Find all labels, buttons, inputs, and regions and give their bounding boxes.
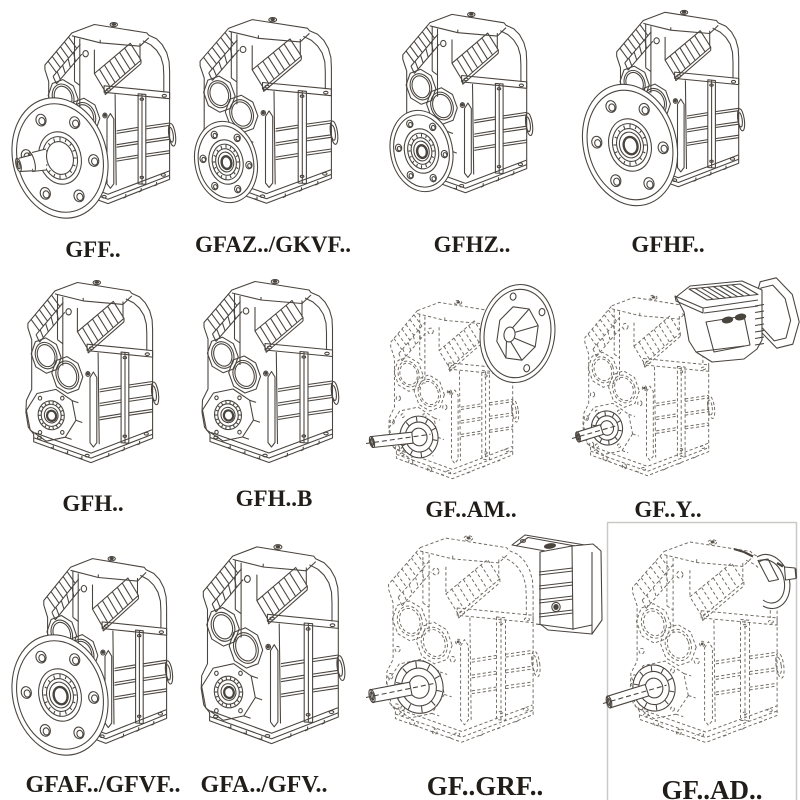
- svg-text:GF..GRF..: GF..GRF..: [427, 771, 544, 800]
- svg-text:GF..AD..: GF..AD..: [661, 775, 762, 800]
- svg-text:GFA../GFV..: GFA../GFV..: [200, 772, 327, 798]
- svg-text:GFH..: GFH..: [62, 491, 123, 516]
- svg-text:GFAZ../GKVF..: GFAZ../GKVF..: [195, 232, 351, 257]
- svg-text:GFH..B: GFH..B: [236, 486, 313, 511]
- svg-text:GF..Y..: GF..Y..: [634, 497, 701, 522]
- svg-text:GFAF../GFVF..: GFAF../GFVF..: [25, 772, 180, 798]
- svg-text:GF..AM..: GF..AM..: [425, 497, 516, 522]
- svg-text:GFF..: GFF..: [65, 237, 120, 262]
- svg-text:GFHZ..: GFHZ..: [434, 232, 511, 257]
- svg-text:GFHF..: GFHF..: [631, 232, 704, 257]
